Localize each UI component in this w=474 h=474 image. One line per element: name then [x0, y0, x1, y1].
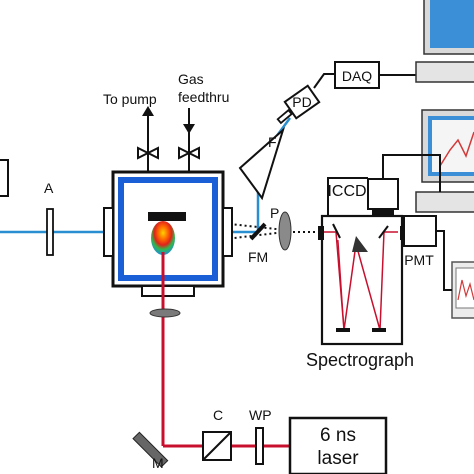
pmt-scope-cable: [436, 230, 452, 291]
feedthru-label: feedthru: [178, 89, 229, 105]
photodiode-label: PD: [292, 94, 311, 110]
oscilloscope: [451, 261, 474, 319]
pd-daq-cable: [313, 73, 335, 89]
daq-label: DAQ: [342, 68, 372, 84]
pump-valve-icon: [137, 146, 159, 160]
waveplate-label: WP: [249, 407, 272, 423]
aperture-label: A: [44, 180, 54, 196]
focusing-mirror: [372, 328, 386, 332]
spectrograph-mirror-left: [332, 223, 341, 239]
chamber-window-right: [222, 207, 233, 257]
prism: [238, 126, 286, 201]
chamber-window-left: [103, 207, 114, 257]
monitor-screen-top: [430, 0, 474, 48]
laser-label-line2: laser: [317, 448, 359, 469]
probe-laser-box: [0, 159, 9, 197]
collection-lens: [278, 211, 292, 251]
mirror-label: M: [152, 455, 164, 471]
gas-valve-icon: [178, 146, 200, 160]
computer-top: [415, 0, 474, 83]
spectrograph-mirror-right: [378, 225, 389, 239]
iccd-mount: [372, 209, 394, 216]
plasma-plume: [151, 221, 175, 255]
daq-box: [334, 61, 380, 89]
iccd-label: ICCD: [327, 183, 366, 200]
aperture: [46, 208, 54, 256]
iccd-computer-cable: [382, 154, 441, 192]
laser-label-line1: 6 ns: [320, 425, 356, 446]
mirror: [132, 431, 169, 468]
entrance-slit: [318, 226, 324, 240]
polarizer-cube: [202, 431, 232, 461]
grating: [352, 236, 368, 252]
pump-laser-box: [288, 416, 388, 474]
spectrograph-control-cable: [327, 177, 368, 216]
filter-label: F: [268, 134, 277, 150]
computer-middle: [415, 109, 474, 213]
pmt-label: PMT: [404, 252, 434, 268]
spectrograph-label: Spectrograph: [306, 350, 414, 370]
collimating-mirror: [336, 328, 350, 332]
prism-label: P: [270, 205, 279, 221]
focusing-lens-bottom: [149, 308, 181, 318]
pmt-box: [403, 215, 437, 247]
waveplate: [255, 427, 264, 465]
cube-label: C: [213, 407, 223, 423]
flip-mirror: [249, 222, 267, 241]
flip-mirror-label: FM: [248, 249, 268, 265]
iccd-camera: [367, 178, 399, 210]
gas-label: Gas: [178, 71, 204, 87]
pump-line: [137, 106, 159, 172]
photodiode-box: [283, 84, 321, 120]
spectrograph: [318, 214, 406, 346]
vacuum-chamber: [103, 170, 233, 297]
to-pump-label: To pump: [103, 91, 157, 107]
chamber-window-bottom: [141, 285, 195, 297]
target: [148, 212, 186, 221]
filter: [276, 108, 293, 125]
gas-line: [178, 108, 200, 172]
